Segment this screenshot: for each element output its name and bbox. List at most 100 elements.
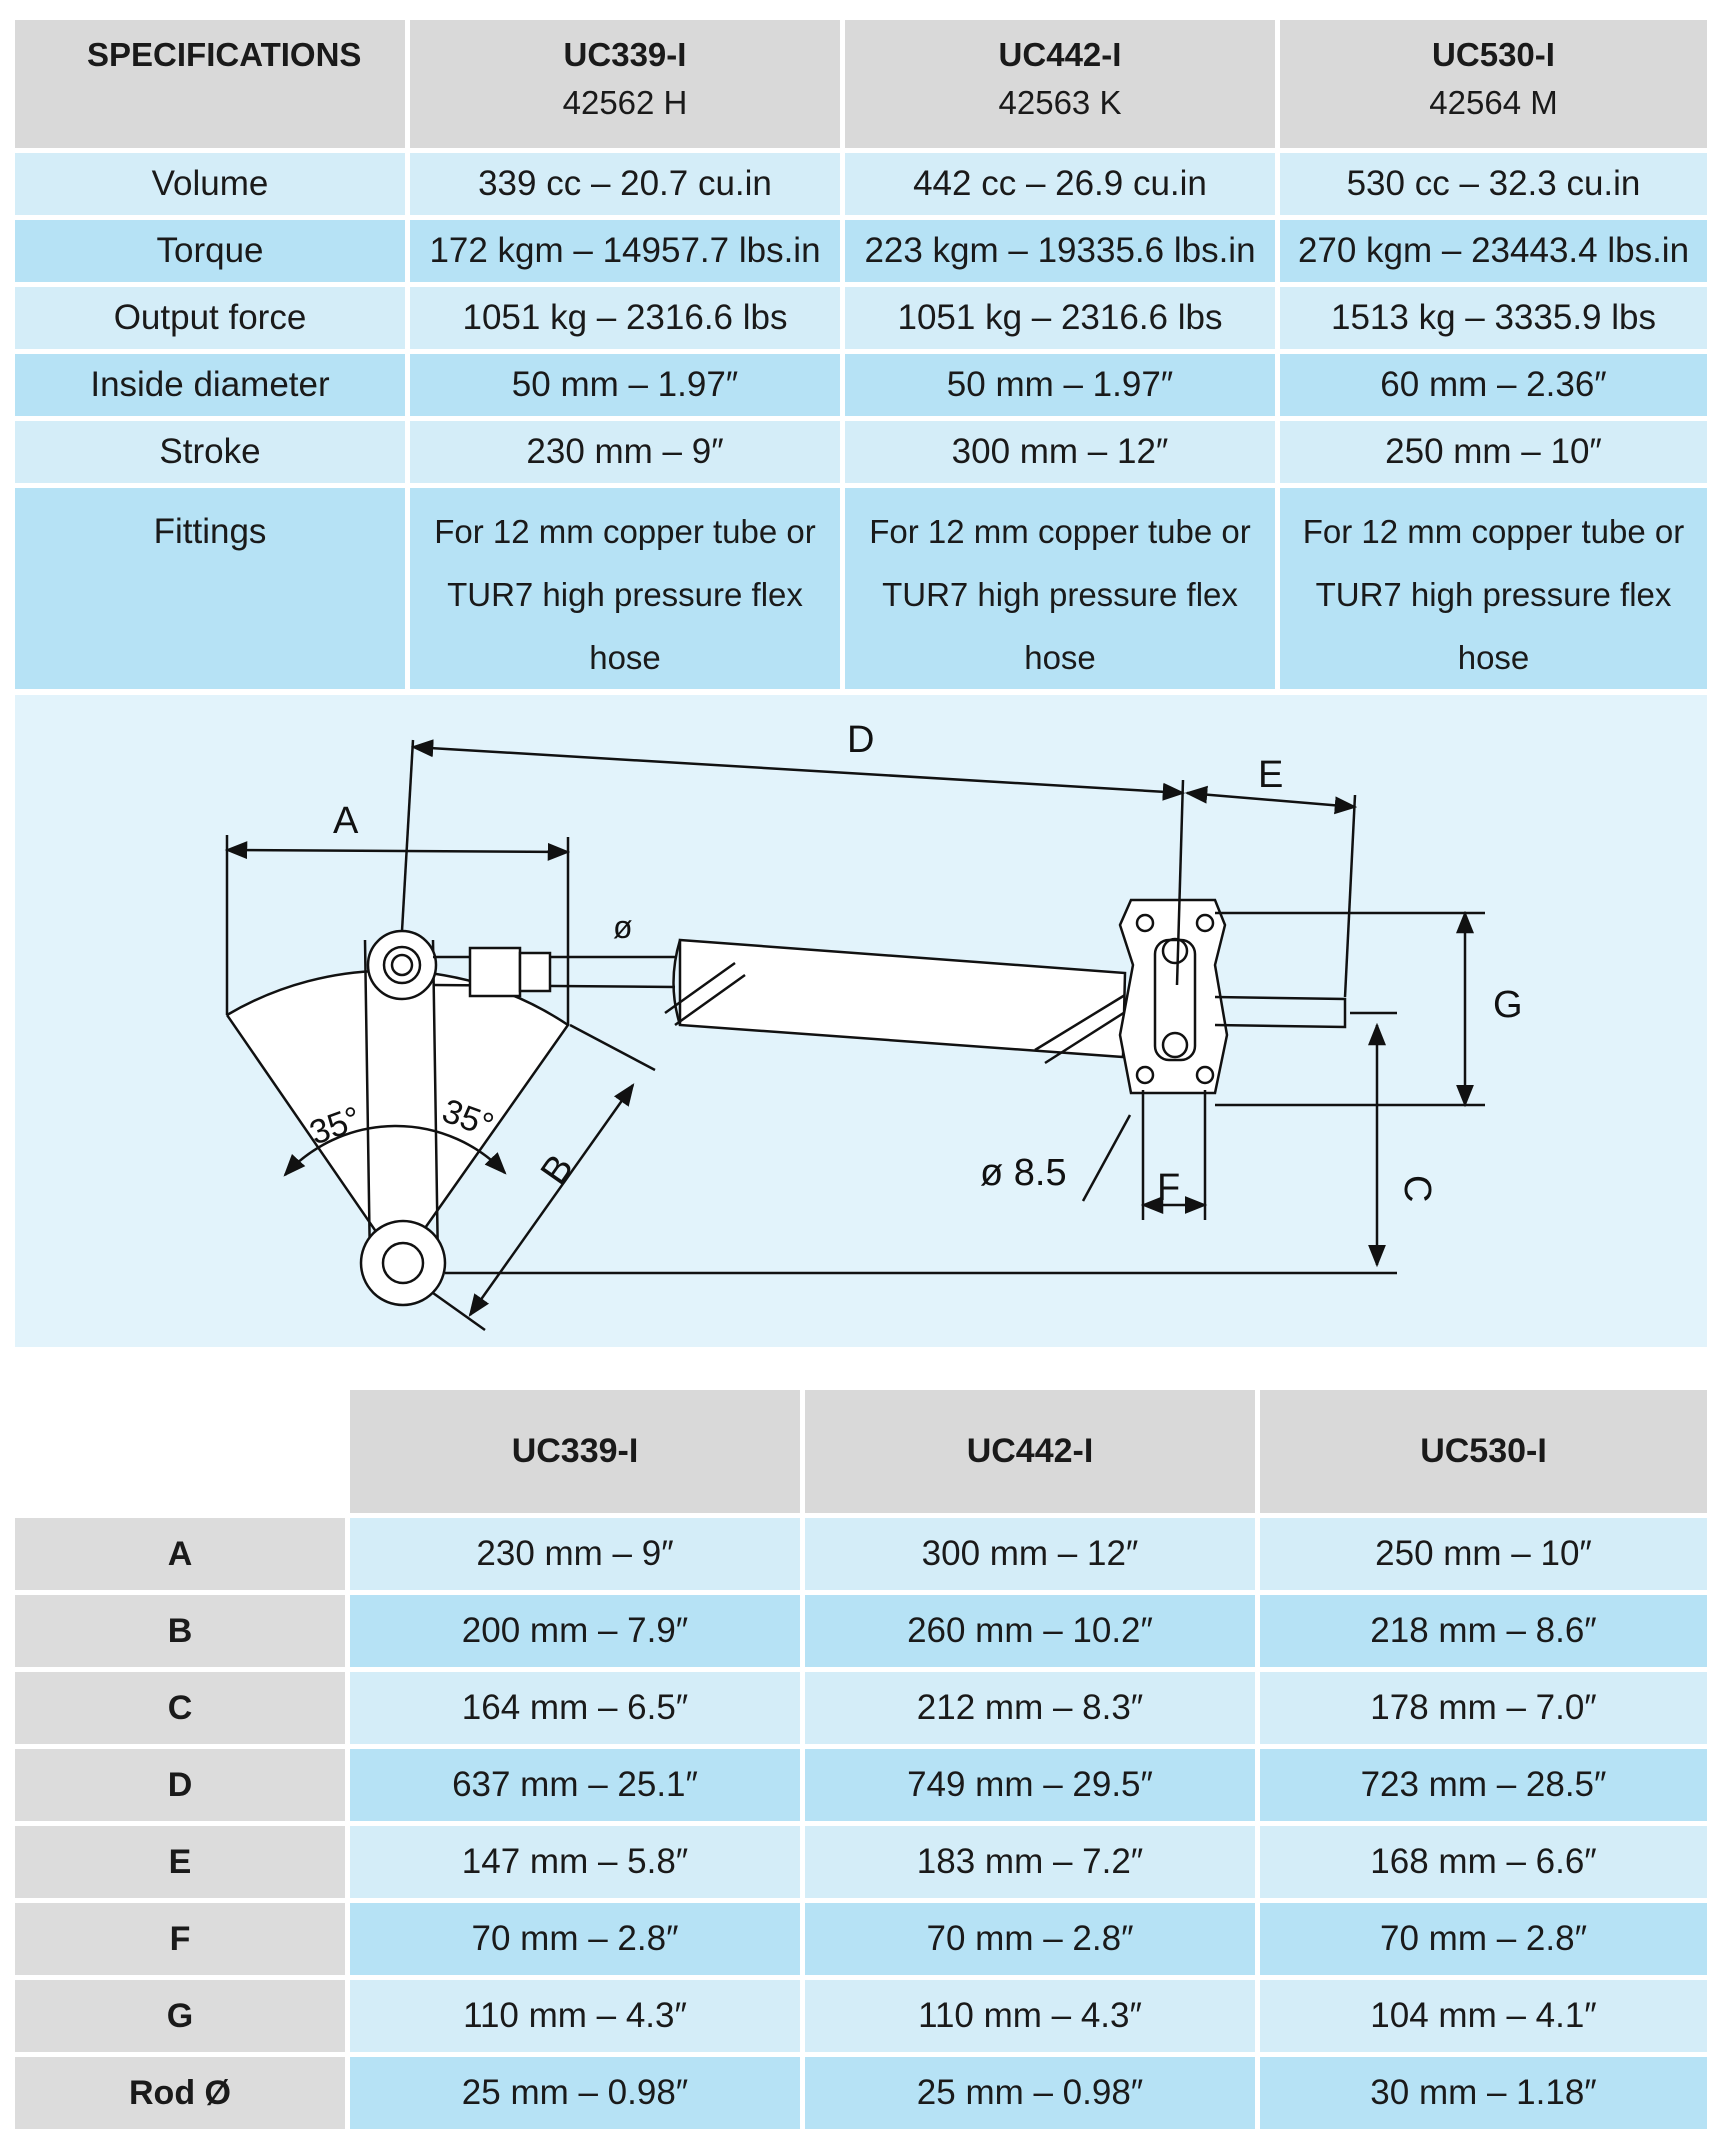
model-code: 42562 H [562, 84, 688, 121]
table-cell: 223 kgm – 19335.6 lbs.in [840, 215, 1275, 282]
table-cell: 230 mm – 9″ [405, 416, 840, 483]
specs-header-label: SPECIFICATIONS [15, 20, 405, 148]
row-label: D [15, 1744, 345, 1821]
row-label: B [15, 1590, 345, 1667]
table-cell: 230 mm – 9″ [345, 1513, 800, 1590]
table-cell: 530 cc – 32.3 cu.in [1275, 148, 1707, 215]
table-row: Rod Ø 25 mm – 0.98″ 25 mm – 0.98″ 30 mm … [15, 2052, 1707, 2129]
table-cell: 339 cc – 20.7 cu.in [405, 148, 840, 215]
table-cell: 270 kgm – 23443.4 lbs.in [1275, 215, 1707, 282]
table-cell: For 12 mm copper tube or TUR7 high press… [840, 483, 1275, 689]
table-row: G 110 mm – 4.3″ 110 mm – 4.3″ 104 mm – 4… [15, 1975, 1707, 2052]
table-cell: 50 mm – 1.97″ [840, 349, 1275, 416]
table-cell: 178 mm – 7.0″ [1255, 1667, 1707, 1744]
table-cell: 50 mm – 1.97″ [405, 349, 840, 416]
table-cell: 30 mm – 1.18″ [1255, 2052, 1707, 2129]
row-label: C [15, 1667, 345, 1744]
row-label: F [15, 1898, 345, 1975]
table-cell: 250 mm – 10″ [1255, 1513, 1707, 1590]
table-cell: 1051 kg – 2316.6 lbs [840, 282, 1275, 349]
dimensions-table: UC339-I UC442-I UC530-I A 230 mm – 9″ 30… [15, 1390, 1707, 2129]
label-diameter: ø [613, 909, 633, 945]
dimension-line-d [410, 739, 1186, 801]
table-cell: 164 mm – 6.5″ [345, 1667, 800, 1744]
rudder-stock-circle [359, 1219, 447, 1307]
table-cell: 104 mm – 4.1″ [1255, 1975, 1707, 2052]
label-a: A [333, 800, 359, 842]
table-cell: 172 kgm – 14957.7 lbs.in [405, 215, 840, 282]
table-row: Output force 1051 kg – 2316.6 lbs 1051 k… [15, 282, 1707, 349]
row-label: Output force [15, 282, 405, 349]
rod-end-eye [366, 929, 438, 1001]
table-row: D 637 mm – 25.1″ 749 mm – 29.5″ 723 mm –… [15, 1744, 1707, 1821]
table-row: Stroke 230 mm – 9″ 300 mm – 12″ 250 mm –… [15, 416, 1707, 483]
label-c: C [1396, 1175, 1438, 1202]
row-label: Inside diameter [15, 349, 405, 416]
table-row: F 70 mm – 2.8″ 70 mm – 2.8″ 70 mm – 2.8″ [15, 1898, 1707, 1975]
dimension-line-b [468, 1083, 635, 1317]
specs-model-header: UC339-I 42562 H [405, 20, 840, 148]
model-name: UC442-I [998, 36, 1122, 73]
table-cell: 218 mm – 8.6″ [1255, 1590, 1707, 1667]
table-cell: 110 mm – 4.3″ [800, 1975, 1255, 2052]
table-cell: For 12 mm copper tube or TUR7 high press… [1275, 483, 1707, 689]
model-name: UC530-I [1432, 36, 1555, 73]
specs-model-header: UC530-I 42564 M [1275, 20, 1707, 148]
fittings-line-2: TUR7 high pressure flex hose [1315, 576, 1672, 676]
fittings-line-2: TUR7 high pressure flex hose [447, 576, 803, 676]
table-cell: 147 mm – 5.8″ [345, 1821, 800, 1898]
table-cell: 70 mm – 2.8″ [345, 1898, 800, 1975]
dimension-diagram: D E A ø G ø 8.5 F C B 35° 35° [15, 695, 1707, 1347]
fittings-line-1: For 12 mm copper tube or [1302, 513, 1685, 550]
table-row-fittings: Fittings For 12 mm copper tube or TUR7 h… [15, 483, 1707, 689]
label-d: D [847, 719, 874, 761]
row-label: Fittings [15, 483, 405, 689]
row-label: A [15, 1513, 345, 1590]
row-label: Rod Ø [15, 2052, 345, 2129]
dimension-line-a [224, 841, 571, 861]
label-g: G [1493, 984, 1523, 1026]
table-cell: 25 mm – 0.98″ [800, 2052, 1255, 2129]
tiller-arm [363, 939, 440, 1266]
table-cell: 200 mm – 7.9″ [345, 1590, 800, 1667]
table-cell: 183 mm – 7.2″ [800, 1821, 1255, 1898]
row-label: E [15, 1821, 345, 1898]
table-cell: 25 mm – 0.98″ [345, 2052, 800, 2129]
table-cell: 70 mm – 2.8″ [800, 1898, 1255, 1975]
table-row: Volume 339 cc – 20.7 cu.in 442 cc – 26.9… [15, 148, 1707, 215]
fittings-line-1: For 12 mm copper tube or [434, 513, 816, 550]
row-label: G [15, 1975, 345, 2052]
table-cell: 723 mm – 28.5″ [1255, 1744, 1707, 1821]
model-code: 42564 M [1429, 84, 1558, 121]
table-cell: 300 mm – 12″ [840, 416, 1275, 483]
table-cell: 250 mm – 10″ [1275, 416, 1707, 483]
label-f: F [1157, 1167, 1180, 1209]
table-cell: 110 mm – 4.3″ [345, 1975, 800, 2052]
dims-model-header: UC339-I [345, 1390, 800, 1513]
row-label: Torque [15, 215, 405, 282]
specs-model-header: UC442-I 42563 K [840, 20, 1275, 148]
cylinder-drawing: D E A ø G ø 8.5 F C B 35° 35° [224, 719, 1523, 1332]
table-cell: 168 mm – 6.6″ [1255, 1821, 1707, 1898]
table-cell: 442 cc – 26.9 cu.in [840, 148, 1275, 215]
dims-model-header: UC442-I [800, 1390, 1255, 1513]
table-cell: 1513 kg – 3335.9 lbs [1275, 282, 1707, 349]
dims-header-blank [15, 1390, 345, 1513]
table-cell: 70 mm – 2.8″ [1255, 1898, 1707, 1975]
specs-header-row: SPECIFICATIONS UC339-I 42562 H UC442-I 4… [15, 20, 1707, 148]
table-cell: 1051 kg – 2316.6 lbs [405, 282, 840, 349]
table-row: Torque 172 kgm – 14957.7 lbs.in 223 kgm … [15, 215, 1707, 282]
label-hole: ø 8.5 [980, 1152, 1067, 1194]
dims-model-header: UC530-I [1255, 1390, 1707, 1513]
table-row: B 200 mm – 7.9″ 260 mm – 10.2″ 218 mm – … [15, 1590, 1707, 1667]
model-code: 42563 K [998, 84, 1122, 121]
specifications-table: SPECIFICATIONS UC339-I 42562 H UC442-I 4… [15, 20, 1707, 689]
model-name: UC339-I [563, 36, 687, 73]
table-cell: 300 mm – 12″ [800, 1513, 1255, 1590]
row-label: Volume [15, 148, 405, 215]
dimension-line-e [1184, 785, 1358, 815]
table-cell: 749 mm – 29.5″ [800, 1744, 1255, 1821]
cylinder-body [678, 938, 1127, 1059]
dims-header-row: UC339-I UC442-I UC530-I [15, 1390, 1707, 1513]
table-row: E 147 mm – 5.8″ 183 mm – 7.2″ 168 mm – 6… [15, 1821, 1707, 1898]
